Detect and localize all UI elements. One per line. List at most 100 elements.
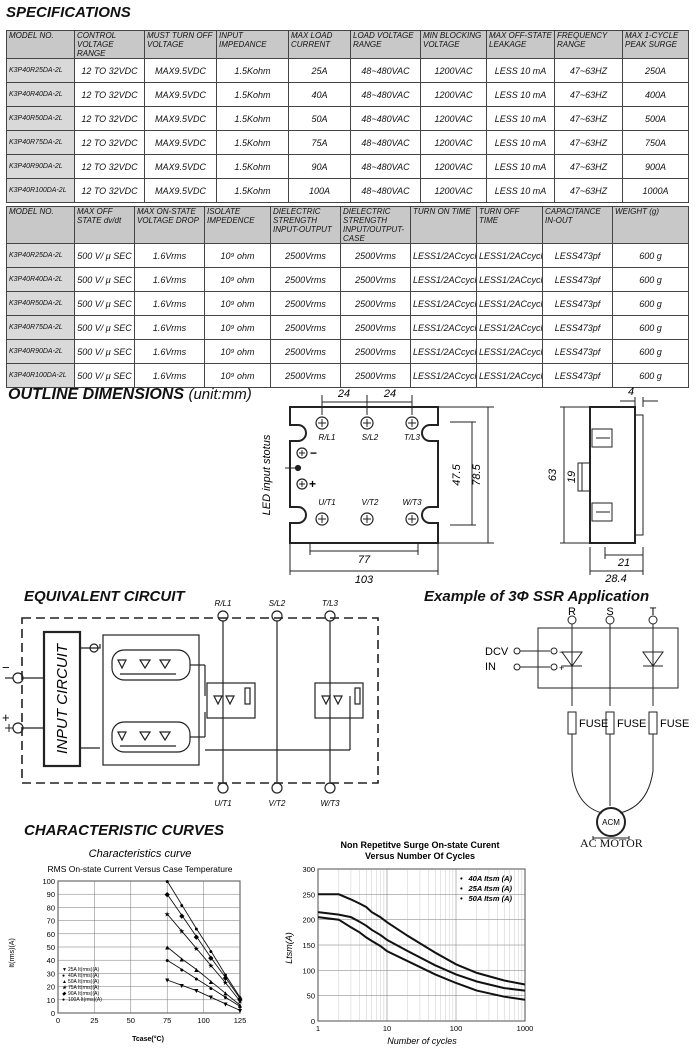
- outline-unit: (unit:mm): [188, 386, 252, 403]
- legend-marker: ◆: [62, 991, 67, 997]
- table-cell: LESS473pf: [542, 267, 613, 292]
- series-point: ★: [237, 998, 243, 1006]
- legend-marker: ★: [62, 985, 68, 991]
- table-cell: LESS1/2ACcycle: [410, 339, 477, 364]
- x-tick-label: 1000: [517, 1024, 534, 1033]
- table-cell: LESS 10 mA: [486, 154, 555, 179]
- y-tick-label: 70: [47, 917, 55, 926]
- equivalent-heading: EQUIVALENT CIRCUIT: [24, 588, 185, 605]
- y-tick-label: 200: [302, 916, 315, 925]
- series-point: ▲: [237, 1003, 244, 1010]
- model-cell: K3P40R50DA-2L: [6, 106, 75, 131]
- series-point: ★: [193, 945, 199, 953]
- series-point: ★: [179, 928, 185, 936]
- table-cell: 10⁹ ohm: [204, 315, 271, 340]
- table-cell: 500 V/ μ SEC: [74, 243, 135, 268]
- series-point: ●: [180, 902, 184, 909]
- chart2-title: Non Repetitve Surge On-state Curent: [340, 840, 499, 850]
- spec2-header: MAX ON-STATE VOLTAGE DROP: [134, 206, 205, 244]
- y-tick-label: 40: [47, 956, 55, 965]
- series-point: ▼: [178, 983, 185, 990]
- chart-rms-vs-case-temp: Characteristics curve RMS On-state Curre…: [9, 848, 246, 1043]
- phase-r: R: [568, 606, 576, 618]
- x-tick-label: 10: [383, 1024, 391, 1033]
- spec2-header: TURN ON TIME: [410, 206, 477, 244]
- table-cell: 10⁹ ohm: [204, 363, 271, 388]
- y-tick-label: 0: [311, 1017, 315, 1026]
- y-tick-label: 300: [302, 865, 315, 874]
- term-r-l1: R/L1: [319, 433, 336, 442]
- table-cell: 2500Vrms: [340, 363, 411, 388]
- spec2-header: MAX OFF STATE dv/dt: [74, 206, 135, 244]
- table-cell: LESS1/2ACcycle: [410, 363, 477, 388]
- table-cell: 47~63HZ: [554, 154, 623, 179]
- table-cell: MAX9.5VDC: [144, 154, 217, 179]
- y-tick-label: 150: [302, 941, 315, 950]
- spec1-header: MAX LOAD CURRENT: [288, 30, 351, 59]
- table-cell: 600 g: [612, 339, 689, 364]
- dcv-label: DCV: [485, 646, 509, 658]
- series-line: [317, 911, 526, 992]
- table-cell: 250A: [622, 58, 689, 83]
- series-point: ●: [238, 995, 242, 1002]
- application-drawing: R S T DCV IN − + FUSE FUSE FUSE ACM: [485, 606, 689, 840]
- table-cell: 1200VAC: [420, 154, 487, 179]
- eq-r-l1: R/L1: [215, 599, 232, 608]
- table-cell: LESS1/2ACcycle: [476, 291, 543, 316]
- chart1-subtitle: RMS On-state Current Versus Case Tempera…: [47, 864, 232, 874]
- table-cell: 50A: [288, 106, 351, 131]
- app-minus: −: [559, 647, 564, 657]
- spec2-header: ISOLATE IMPEDENCE: [204, 206, 271, 244]
- table-cell: 75A: [288, 130, 351, 155]
- fuse-1: FUSE: [579, 718, 608, 730]
- phase-t: T: [650, 606, 657, 618]
- legend-entry: 50A Itsm (A): [469, 894, 513, 903]
- input-minus: −: [310, 446, 317, 460]
- chart-surge-vs-cycles: Non Repetitve Surge On-state Curent Vers…: [284, 840, 534, 1046]
- table-cell: 10⁹ ohm: [204, 339, 271, 364]
- table-cell: LESS473pf: [542, 315, 613, 340]
- series-line: [166, 946, 241, 1006]
- app-plus: +: [559, 663, 564, 673]
- table-cell: 47~63HZ: [554, 58, 623, 83]
- term-t-l3: T/L3: [404, 433, 421, 442]
- characteristic-heading: CHARACTERISTIC CURVES: [24, 822, 225, 839]
- legend-entry: 90A It(rms)(A): [68, 991, 99, 997]
- table-cell: MAX9.5VDC: [144, 58, 217, 83]
- table-cell: LESS 10 mA: [486, 130, 555, 155]
- input-circuit-label: INPUT CIRCUIT: [54, 642, 71, 754]
- table-cell: 1.6Vrms: [134, 291, 205, 316]
- table-cell: 47~63HZ: [554, 130, 623, 155]
- dim-outer-h: 78.5: [471, 463, 483, 485]
- phase-s: S: [606, 606, 613, 618]
- series-point: ★: [222, 979, 228, 987]
- table-cell: 2500Vrms: [340, 339, 411, 364]
- series-point: ◆: [237, 996, 243, 1003]
- series-point: ▼: [193, 988, 200, 995]
- table-cell: LESS473pf: [542, 291, 613, 316]
- table-cell: LESS 10 mA: [486, 178, 555, 203]
- y-tick-label: 50: [307, 992, 315, 1001]
- series-line: [166, 959, 241, 1007]
- table-cell: 500 V/ μ SEC: [74, 363, 135, 388]
- series-point: ▼: [164, 978, 171, 985]
- series-line: [166, 893, 241, 999]
- table-cell: 2500Vrms: [340, 267, 411, 292]
- term-w-t3: W/T3: [402, 498, 422, 507]
- series-point: ▼: [207, 995, 214, 1002]
- table-cell: 1.6Vrms: [134, 243, 205, 268]
- spec1-header: LOAD VOLTAGE RANGE: [350, 30, 421, 59]
- table-cell: 600 g: [612, 315, 689, 340]
- spec2-header: CAPACITANCE IN-OUT: [542, 206, 613, 244]
- y-tick-label: 80: [47, 903, 55, 912]
- eq-plus: +: [2, 710, 10, 725]
- legend-entry: 50A It(rms)(A): [68, 979, 99, 985]
- series-point: ▼: [237, 1008, 244, 1015]
- dim-top-b: 24: [383, 388, 396, 400]
- spec1-header: MAX 1-CYCLE PEAK SURGE: [622, 30, 689, 59]
- x-tick-label: 25: [90, 1016, 98, 1025]
